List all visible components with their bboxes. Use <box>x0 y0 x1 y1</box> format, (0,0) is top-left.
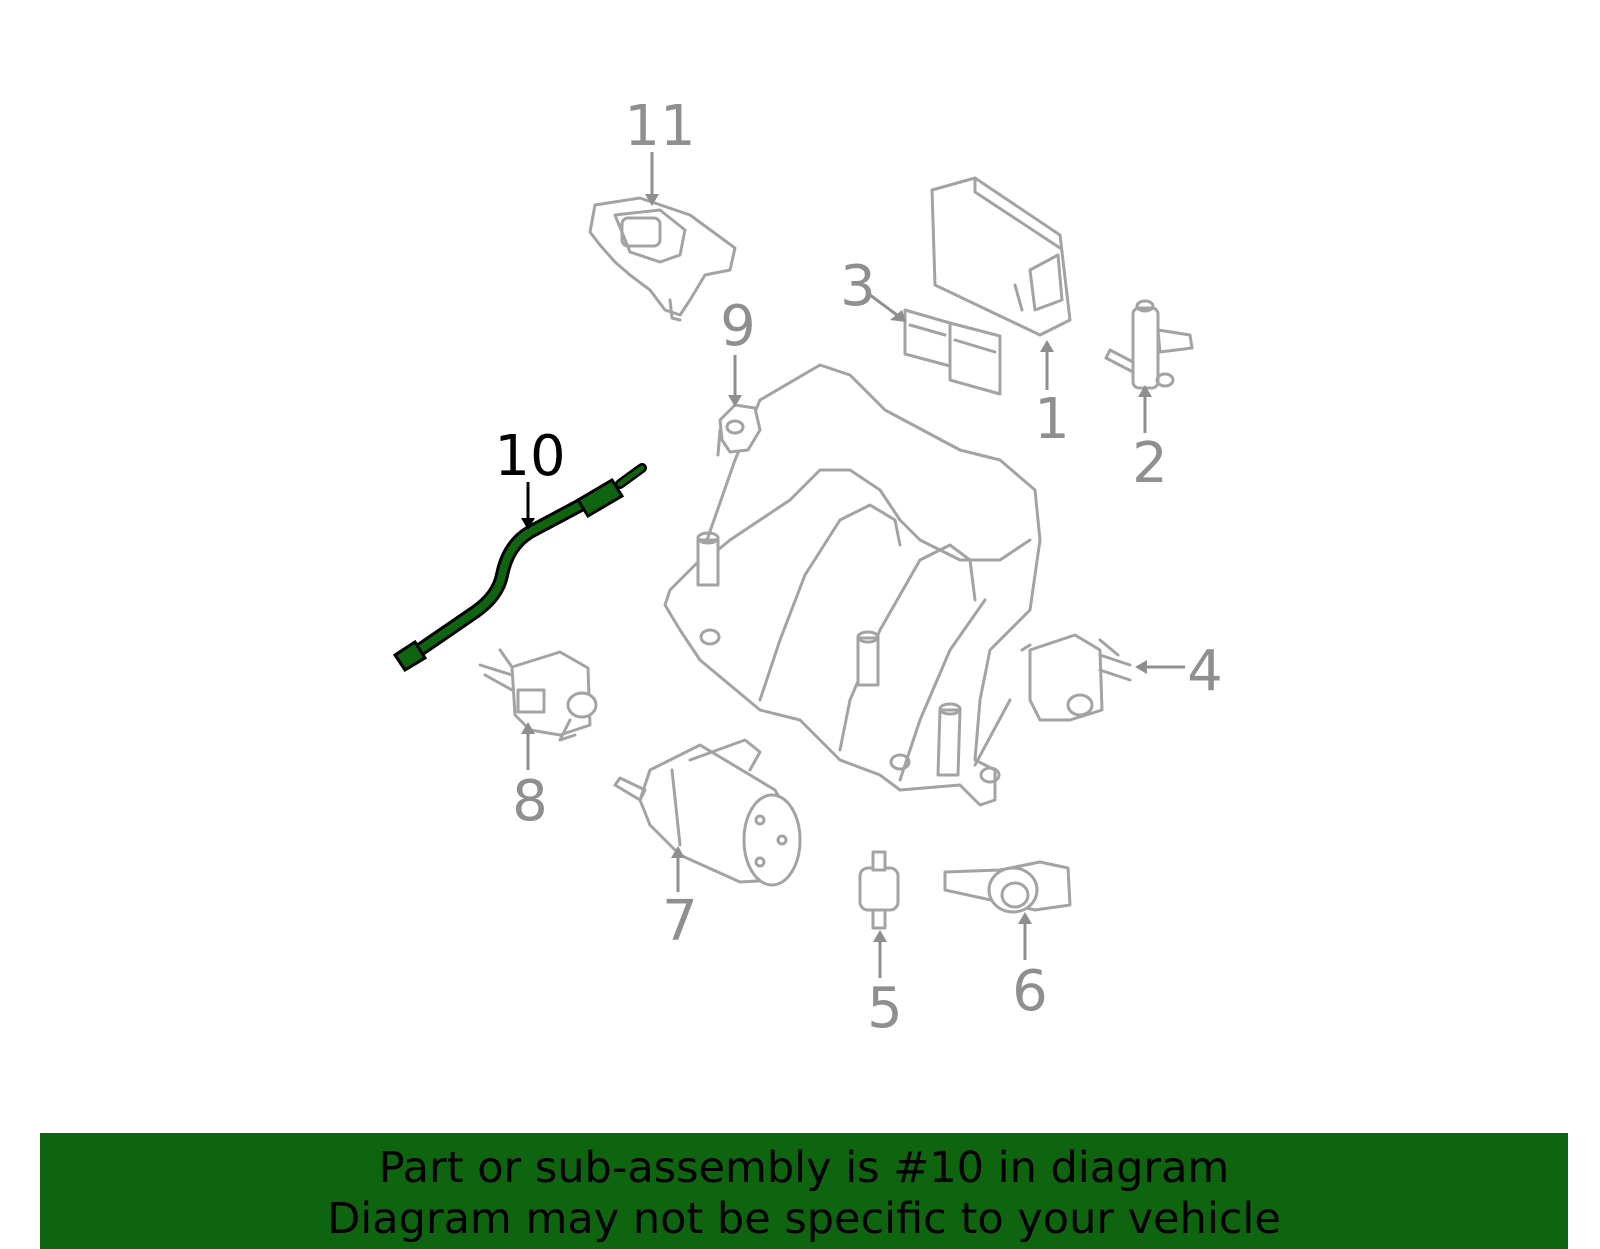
part-7-actuator[interactable] <box>613 738 802 887</box>
callout-11: 11 <box>624 94 695 159</box>
part-8-solenoid[interactable] <box>478 648 598 742</box>
part-6-sensor[interactable] <box>943 860 1072 914</box>
callout-1: 1 <box>1034 387 1070 452</box>
banner-line-2: Diagram may not be specific to your vehi… <box>327 1194 1281 1244</box>
callout-4: 4 <box>1187 639 1223 704</box>
callout-2: 2 <box>1132 431 1168 496</box>
part-1-ecu[interactable] <box>930 176 1072 337</box>
callout-arrows <box>521 152 1185 978</box>
callout-8: 8 <box>512 769 548 834</box>
callout-5: 5 <box>867 976 903 1041</box>
banner-line-1: Part or sub-assembly is #10 in diagram <box>378 1143 1230 1193</box>
part-9-sensor[interactable] <box>716 403 762 457</box>
callout-6: 6 <box>1012 959 1048 1024</box>
callout-3: 3 <box>840 254 876 319</box>
info-banner: Part or sub-assembly is #10 in diagram D… <box>40 1133 1568 1249</box>
intake-manifold[interactable] <box>663 363 1042 807</box>
part-3-connectors[interactable] <box>903 308 1002 396</box>
part-5-check-valve[interactable] <box>858 850 900 930</box>
part-2-valve[interactable] <box>1104 299 1194 390</box>
callout-labels: 11 3 9 1 2 10 4 8 7 5 6 <box>494 94 1222 1041</box>
callout-10: 10 <box>494 424 565 489</box>
part-11-bracket[interactable] <box>588 196 737 322</box>
callout-7: 7 <box>662 889 698 954</box>
part-10-hose[interactable] <box>392 463 647 673</box>
callout-9: 9 <box>720 294 756 359</box>
part-4-solenoid[interactable] <box>1020 633 1132 722</box>
